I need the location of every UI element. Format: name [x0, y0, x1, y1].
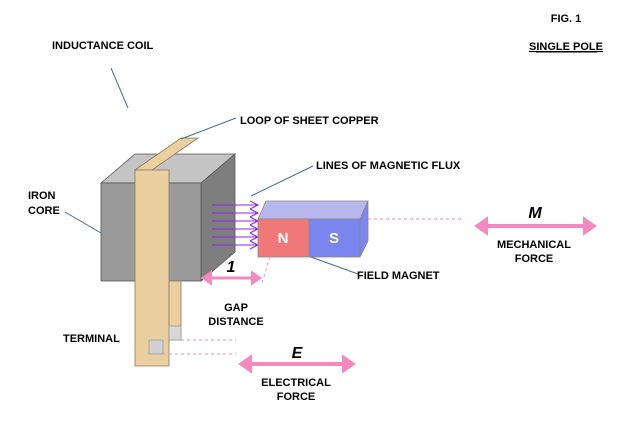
magnet-guide-vertical: [261, 256, 271, 284]
copper-loop: [133, 137, 200, 367]
iron-core-label-line2: CORE: [28, 205, 60, 217]
loop-copper-leader: [180, 117, 237, 140]
gap-distance-label-line2: DISTANCE: [208, 316, 263, 328]
loop-copper-label: LOOP OF SHEET COPPER: [240, 115, 379, 127]
mechanical-symbol: M: [528, 205, 542, 222]
electrical-force-label-line1: ELECTRICAL: [261, 377, 331, 389]
terminal-contact-side: [168, 325, 182, 341]
mechanical-force-label-line1: MECHANICAL: [497, 239, 571, 251]
copper-loop-front: [134, 169, 170, 367]
electrical-force-label-line2: FORCE: [277, 391, 316, 403]
field-magnet-leader: [310, 256, 359, 275]
arrow-head-right: [583, 216, 597, 236]
leader-lines: [64, 67, 359, 275]
arrow-head-left: [238, 354, 252, 374]
north-pole-label: N: [278, 230, 289, 247]
flux-arrowhead: [249, 200, 260, 210]
inductance-coil-leader: [110, 67, 129, 109]
electrical-symbol: E: [292, 345, 304, 362]
iron-core-leader: [64, 211, 102, 234]
iron-core-label-line1: IRON: [28, 190, 56, 202]
arrow-head-left: [201, 270, 212, 286]
figure-number: FIG. 1: [551, 13, 582, 25]
arrow-head-right: [342, 354, 356, 374]
arrow-shaft: [488, 224, 583, 228]
arrow-head-left: [474, 216, 488, 236]
inductance-coil-label: INDUCTANCE COIL: [52, 40, 154, 52]
flux-arrowhead: [249, 208, 260, 218]
force-arrows: [201, 216, 597, 374]
mechanical-force-arrow: [474, 216, 597, 236]
gap-arrow: [201, 270, 262, 286]
flux-lines: [212, 200, 260, 250]
arrow-shaft: [212, 276, 251, 280]
mechanical-force-label-line2: FORCE: [515, 253, 554, 265]
magnet-south-pole: [308, 218, 361, 258]
figure-subtitle: SINGLE POLE: [529, 41, 603, 53]
iron-core: [99, 153, 237, 282]
magnet-top: [257, 200, 369, 220]
terminal-contact: [148, 339, 164, 355]
flux-leader: [250, 165, 314, 197]
field-magnet-label: FIELD MAGNET: [357, 270, 440, 282]
flux-label: LINES OF MAGNETIC FLUX: [316, 160, 461, 172]
magnet-north-pole: [257, 218, 310, 258]
south-pole-label: S: [329, 230, 339, 247]
gap-symbol: 1: [227, 259, 236, 276]
field-magnet: N S: [257, 200, 369, 258]
electrical-force-arrow: [238, 354, 356, 374]
arrow-shaft: [252, 362, 342, 366]
gap-distance-label-line1: GAP: [224, 302, 248, 314]
terminal-label: TERMINAL: [63, 333, 120, 345]
arrow-head-right: [251, 270, 262, 286]
